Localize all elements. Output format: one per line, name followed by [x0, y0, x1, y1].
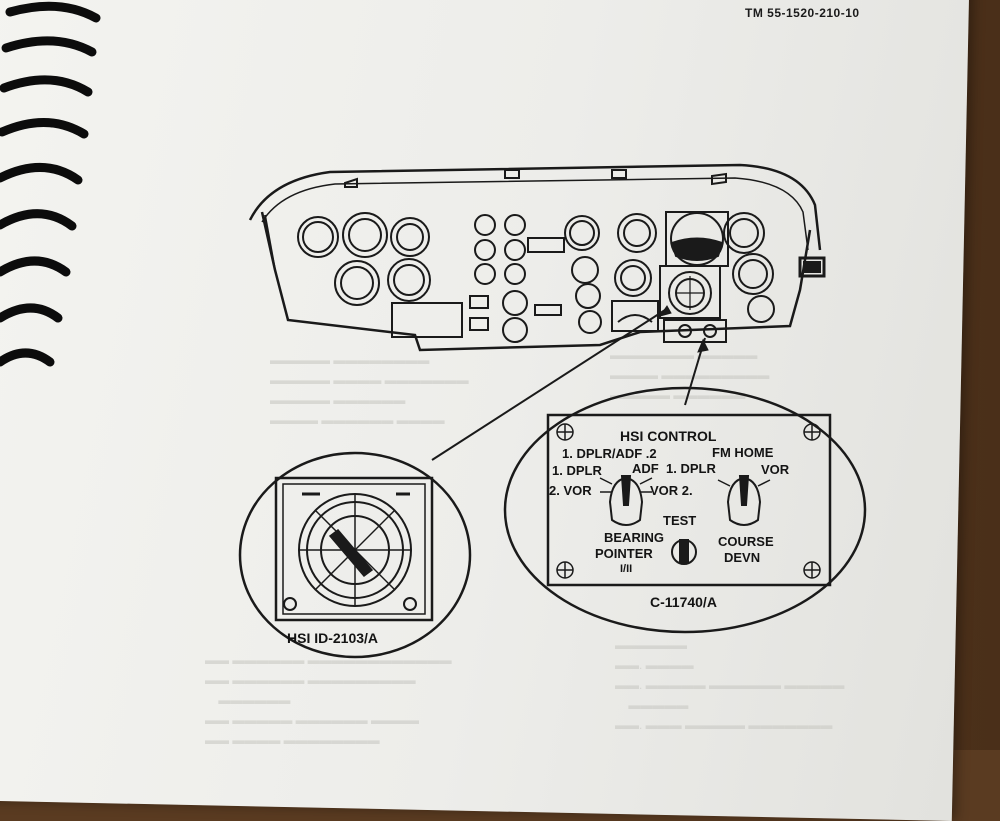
left-knob-adf-label: ADF: [632, 461, 659, 476]
devn-label: DEVN: [724, 550, 761, 565]
course-label: COURSE: [718, 534, 774, 549]
hsi-control-part-number: C-11740/A: [650, 594, 717, 610]
right-knob-vor-label: VOR: [761, 462, 790, 477]
left-knob-vor2-label: VOR 2.: [650, 483, 693, 498]
right-knob-dplr-label: 1. DPLR: [666, 461, 716, 476]
ghost-text: ▬▬▬▬▬ ▬▬▬▬▬▬▬▬▬▬▬▬▬ ▬▬▬▬ ▬▬▬▬▬▬▬▬▬▬▬▬ ▬▬…: [270, 353, 469, 427]
hsi-indicator-caption: HSI ID-2103/A: [287, 630, 379, 646]
right-knob-fm-home-label: FM HOME: [712, 445, 774, 460]
hsi-control-title: HSI CONTROL: [620, 428, 717, 444]
bearing-label: BEARING: [604, 530, 664, 545]
ghost-text: ▬▬▬▬▬▬▬▬. ▬▬▬▬▬▬. ▬▬▬▬▬ ▬▬▬▬▬▬ ▬▬▬▬▬ ▬▬▬…: [615, 638, 845, 732]
test-label: TEST: [663, 513, 697, 528]
bearing-sub-label: I/II: [620, 563, 633, 575]
ghost-text: ▬▬ ▬▬▬▬▬▬ ▬▬▬▬▬▬▬▬▬▬▬▬▬▬ ▬▬▬▬▬▬ ▬▬▬▬▬▬▬▬…: [205, 653, 452, 747]
left-knob-dplr-label: 1. DPLR: [552, 463, 602, 478]
spiral-binding: [0, 1, 101, 367]
left-knob-vor-label: 2. VOR: [549, 483, 592, 498]
left-knob-top-label: 1. DPLR/ADF .2: [562, 446, 657, 461]
pointer-label: POINTER: [595, 546, 653, 561]
instrument-panel-drawing: [238, 163, 867, 659]
tm-number: TM 55-1520-210-10: [745, 6, 860, 20]
